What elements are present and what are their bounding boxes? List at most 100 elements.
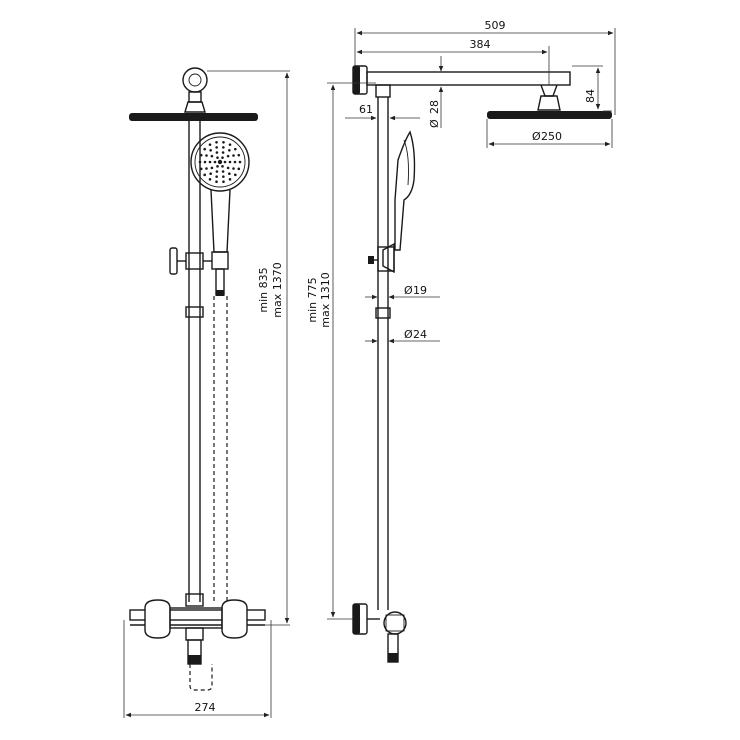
side-mixer-knob-rect <box>385 614 405 632</box>
dim-24-symbol: Ø <box>404 328 413 341</box>
dim-height-min-label: min 835 <box>257 267 270 312</box>
side-head-cone <box>537 95 561 111</box>
nozzle-dot <box>228 148 231 152</box>
front-shower-head <box>129 113 258 121</box>
dim-side-height-max-label: max 1310 <box>319 272 332 327</box>
side-hand-shower-face <box>403 139 409 186</box>
hand-shower-nozzles <box>198 141 242 183</box>
wall-plate-bottom-fill <box>353 604 360 634</box>
wall-plate-top-fill <box>353 66 360 94</box>
nozzle-dot <box>203 160 207 164</box>
dim-61-label: 61 <box>359 103 373 116</box>
nozzle-dot <box>221 156 224 159</box>
side-hand-shower <box>394 130 416 251</box>
nozzle-dot <box>215 180 218 183</box>
nozzle-dot <box>210 154 214 158</box>
side-riser-joint <box>375 307 391 319</box>
hose-connector-front-tip <box>216 290 224 296</box>
top-connector <box>188 91 202 103</box>
side-spout-tip <box>388 653 398 662</box>
nozzle-dot <box>209 172 212 176</box>
nozzle-dot <box>222 180 225 183</box>
mixer-body <box>129 609 266 621</box>
side-slider-knob <box>368 256 374 264</box>
nozzle-dot <box>226 154 230 158</box>
top-ring-outer <box>182 67 208 93</box>
front-dimensions: 274 min 835 max 1370 <box>123 70 290 718</box>
dim-28-symbol: Ø <box>428 119 441 128</box>
top-ring-inner <box>188 73 202 87</box>
nozzle-dot <box>238 160 242 164</box>
dim-384-label: 384 <box>470 38 491 51</box>
shower-arm <box>366 71 571 86</box>
slider-knob <box>169 247 178 275</box>
dim-84-label: 84 <box>584 89 597 103</box>
nozzle-dot <box>234 147 237 151</box>
head-connector-cone <box>184 101 206 113</box>
mixer-right-handle <box>221 599 248 639</box>
dim-28-label: 28 <box>428 100 441 114</box>
nozzle-dot <box>215 151 219 154</box>
nozzle-dot <box>215 146 218 149</box>
nozzle-dot <box>216 165 219 168</box>
hand-shower-face-outer <box>190 132 250 192</box>
nozzle-dot <box>222 175 225 178</box>
front-view <box>129 67 266 691</box>
nozzle-dot <box>210 166 214 170</box>
nozzle-dot <box>234 173 237 177</box>
hand-shower-holder <box>211 251 229 270</box>
side-view <box>352 65 612 663</box>
hand-shower-face-inner <box>194 136 246 188</box>
dim-19-label: 19 <box>413 284 427 297</box>
nozzle-dot <box>221 151 225 154</box>
nozzle-dot <box>226 166 230 170</box>
nozzle-dot <box>215 170 219 173</box>
nozzle-dot <box>228 143 232 146</box>
nozzle-dot <box>199 167 203 171</box>
nozzle-dot <box>237 167 241 171</box>
nozzle-dot <box>221 170 225 173</box>
nozzle-dot <box>237 153 241 157</box>
nozzle-dot <box>233 160 237 164</box>
nozzle-dot <box>213 160 217 164</box>
nozzle-dot <box>217 159 223 165</box>
nozzle-dot <box>232 154 235 157</box>
nozzle-dot <box>199 153 203 157</box>
riser-joint <box>185 306 204 318</box>
dim-side-height-min-label: min 775 <box>306 277 319 322</box>
dim-24-label: 24 <box>413 328 427 341</box>
dim-250-symbol: Ø <box>532 130 541 143</box>
nozzle-dot <box>208 160 212 164</box>
riser-bottom-nut <box>185 593 204 607</box>
nozzle-dot <box>198 160 202 164</box>
mixer-left-handle <box>144 599 171 639</box>
side-slider-holder <box>382 242 395 274</box>
nozzle-dot <box>208 143 212 146</box>
dim-509-label: 509 <box>485 19 506 32</box>
hand-shower-handle <box>210 189 231 253</box>
nozzle-dot <box>203 147 206 151</box>
dim-height-max-label: max 1370 <box>271 262 284 317</box>
side-head-connector <box>540 84 558 97</box>
nozzle-dot <box>215 141 218 144</box>
nozzle-dot <box>216 156 219 159</box>
nozzle-dot <box>223 160 227 164</box>
nozzle-dot <box>228 178 232 181</box>
nozzle-dot <box>232 167 235 170</box>
nozzle-dot <box>205 167 208 170</box>
spout-tip <box>188 655 201 664</box>
dim-19-symbol: Ø <box>404 284 413 297</box>
nozzle-dot <box>228 172 231 176</box>
spout-extension-dashed <box>189 664 213 691</box>
nozzle-dot <box>205 154 208 157</box>
side-dimensions: 509 384 61 Ø 28 84 Ø 250 Ø 19 Ø 24 <box>306 19 616 620</box>
nozzle-dot <box>222 146 225 149</box>
dim-width-label: 274 <box>195 701 216 714</box>
nozzle-dot <box>208 178 212 181</box>
nozzle-dot <box>228 160 232 164</box>
spout-connector <box>185 627 204 641</box>
nozzle-dot <box>203 173 206 177</box>
side-riser-top-joint <box>375 84 391 98</box>
nozzle-dot <box>222 141 225 144</box>
